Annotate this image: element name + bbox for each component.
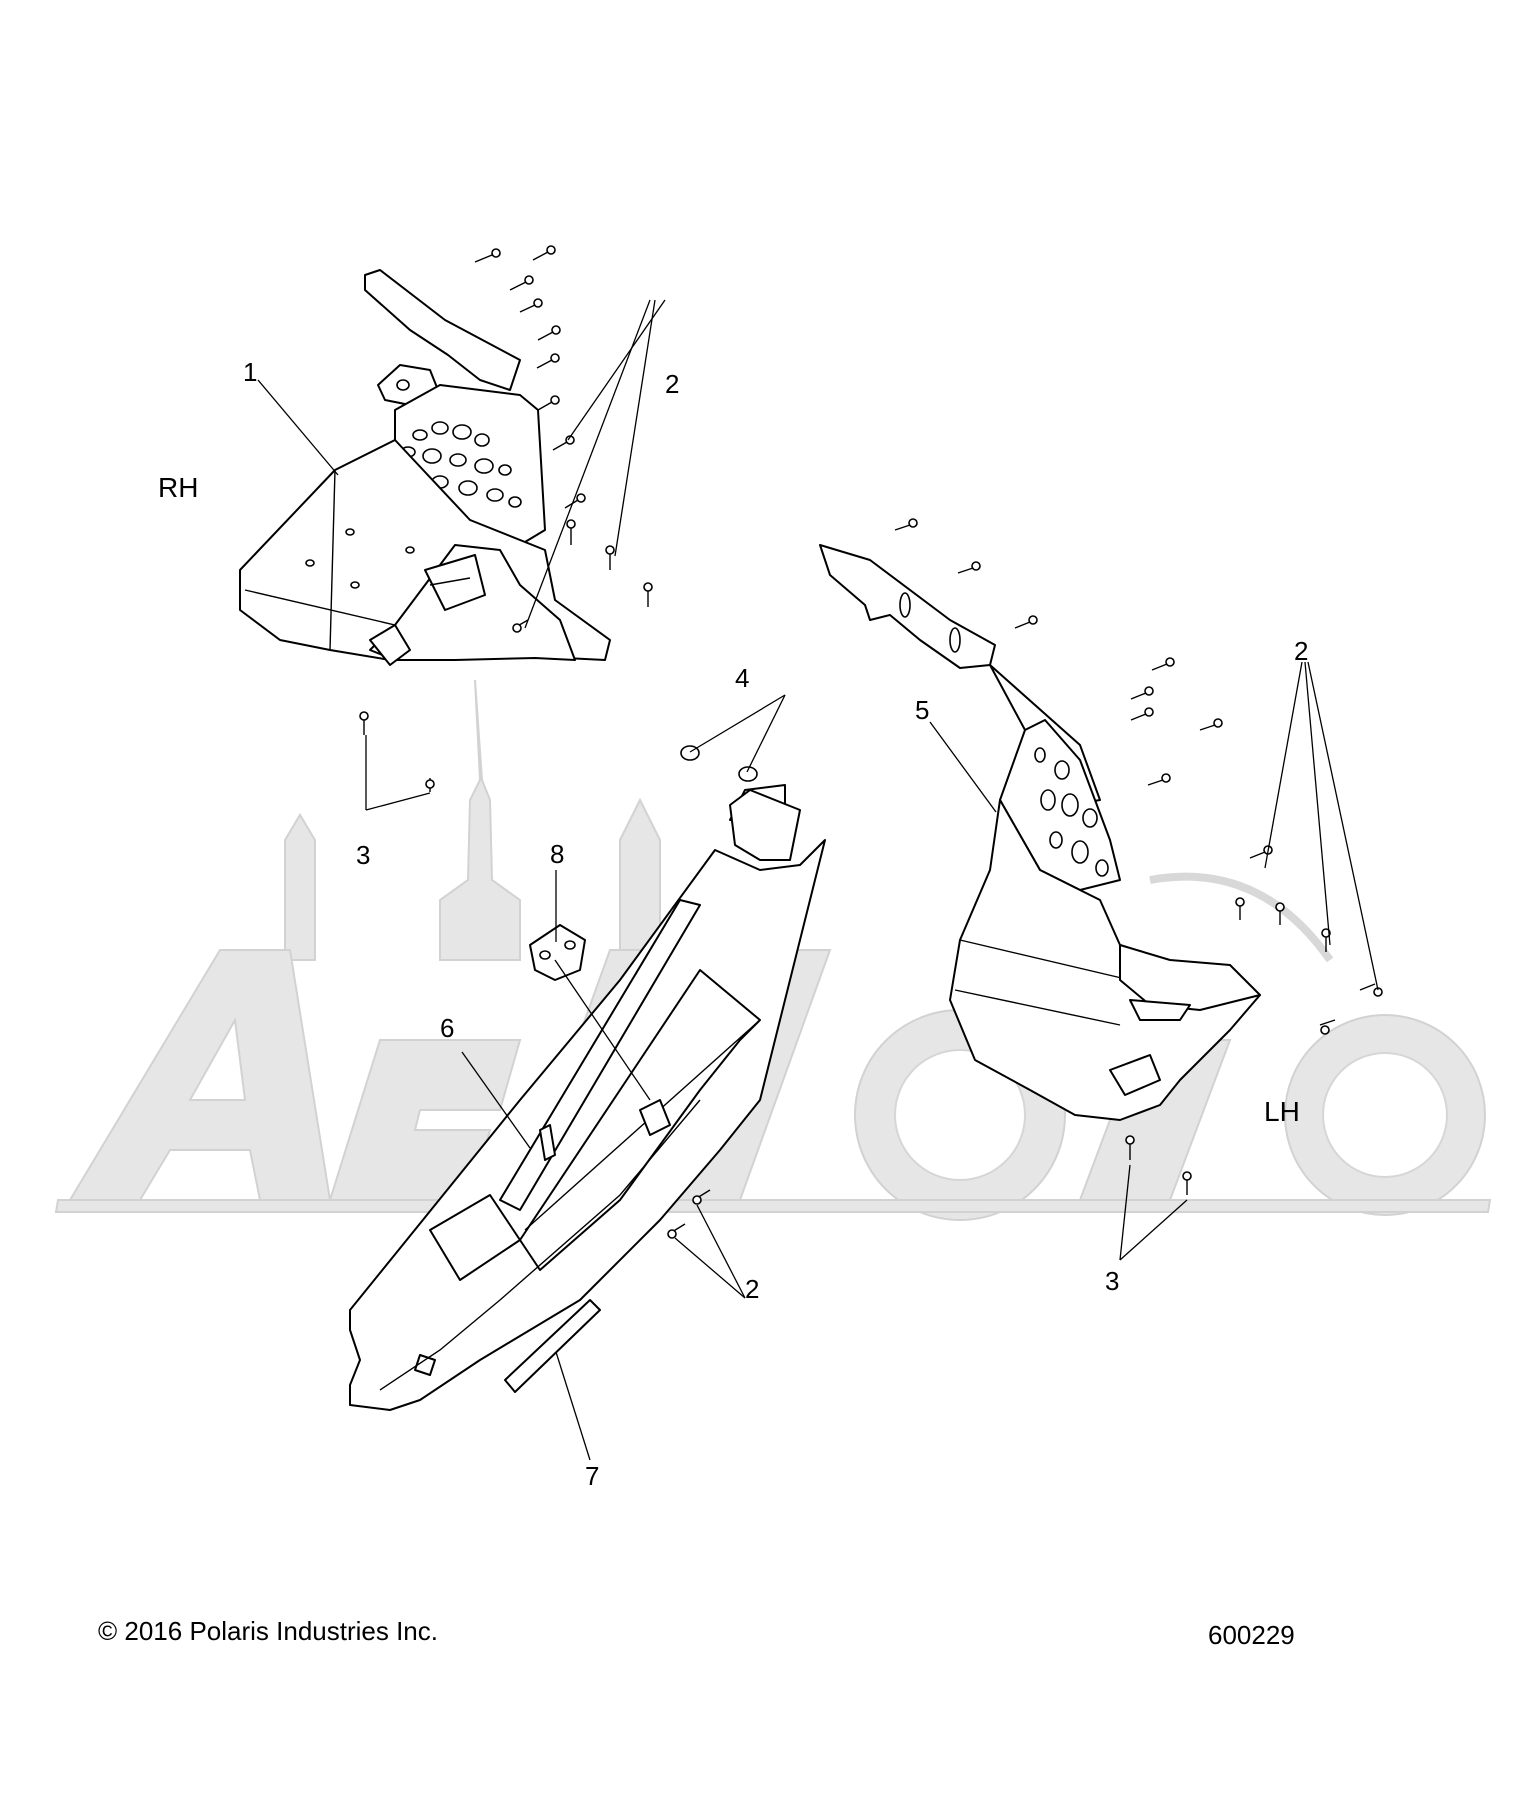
callout-1: 1: [243, 357, 257, 387]
callout-labels: 1 2 3 4 5 8 6 2 7 2 3 RH LH: [158, 357, 1308, 1491]
footer: © 2016 Polaris Industries Inc. 600229: [98, 1616, 1295, 1650]
rh-footwell-guard: [239, 269, 611, 666]
callout-2-rh: 2: [665, 369, 679, 399]
lh-label: LH: [1264, 1096, 1300, 1127]
callout-5: 5: [915, 695, 929, 725]
callout-2-lh: 2: [1294, 636, 1308, 666]
callout-4: 4: [735, 663, 749, 693]
callout-3-rh: 3: [356, 840, 370, 870]
lh-fasteners: [894, 518, 1383, 1195]
callout-6: 6: [440, 1013, 454, 1043]
copyright-text: © 2016 Polaris Industries Inc.: [98, 1616, 438, 1646]
bracket: [529, 924, 651, 1101]
figure-number: 600229: [1208, 1620, 1295, 1650]
rh-label: RH: [158, 472, 198, 503]
callout-3-lh: 3: [1105, 1266, 1119, 1296]
callout-8: 8: [550, 839, 564, 869]
lh-footwell-guard: [819, 544, 1261, 1121]
leader-lines: [257, 299, 1379, 1461]
rh-fasteners: [359, 245, 653, 792]
floor-rail: [349, 784, 826, 1411]
callout-7: 7: [585, 1461, 599, 1491]
callout-2-mid: 2: [745, 1274, 759, 1304]
mid-fasteners: [667, 1189, 711, 1239]
strip: [504, 1299, 601, 1393]
